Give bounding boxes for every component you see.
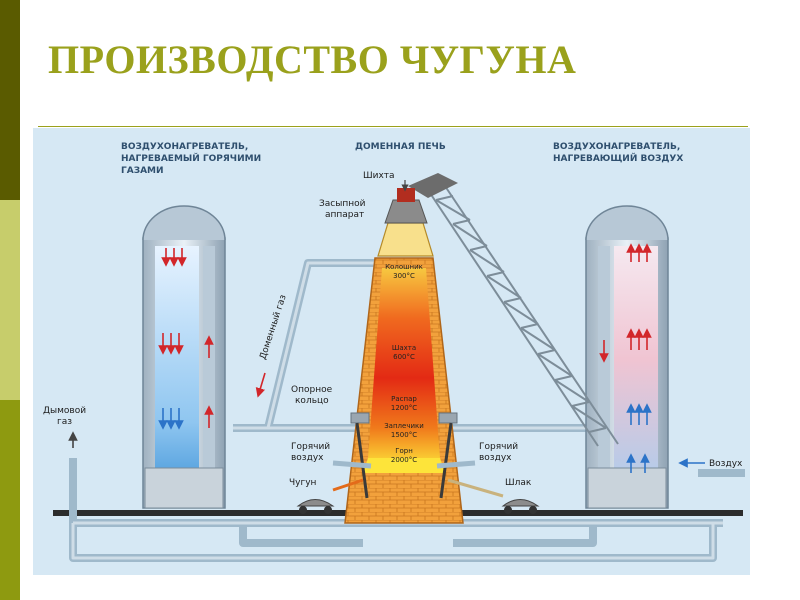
sidebar-olive-stripe	[0, 400, 20, 600]
zone-temp-hearth: 2000°С	[391, 456, 417, 464]
zone-temp-top: 300°С	[393, 272, 415, 280]
loader-label-line-2: аппарат	[325, 210, 364, 220]
slide-title: ПРОИЗВОДСТВО ЧУГУНА	[48, 37, 577, 82]
pig-iron-ladle	[296, 478, 364, 514]
blast-furnace	[332, 188, 476, 524]
support-column-left	[355, 422, 369, 499]
support-ring-right	[438, 412, 458, 424]
loader-label-line-1: Засыпной	[319, 199, 366, 209]
pig-iron-label: Чугун	[289, 478, 317, 488]
title-divider	[38, 126, 748, 127]
air-label: Воздух	[709, 459, 743, 469]
left-stove-header-line-3: ГАЗАМИ	[121, 166, 164, 176]
flue-gas-label-line-2: газ	[57, 417, 72, 427]
sidebar-light-stripe	[0, 200, 20, 400]
lower-pipe-left	[239, 523, 363, 547]
zone-temp-bosh: 1500°С	[391, 431, 417, 439]
right-stove-arrows	[599, 243, 652, 473]
right-stove-header-line-2: НАГРЕВАЮЩИЙ ВОЗДУХ	[553, 152, 683, 164]
left-stove-header-line-2: НАГРЕВАЕМЫЙ ГОРЯЧИМИ	[121, 152, 261, 164]
slag-ladle	[447, 478, 540, 514]
flue-gas-label-line-1: Дымовой	[43, 406, 86, 416]
support-column-right	[439, 422, 453, 499]
zone-name-bosh: Заплечики	[384, 422, 424, 430]
left-stove-arrows	[158, 248, 214, 430]
tuyere-left	[332, 460, 372, 469]
hot-air-right-label-line-1: Горячий	[479, 442, 518, 452]
zone-temp-shaft: 600°С	[393, 353, 415, 361]
tuyere-right	[436, 460, 476, 469]
support-ring-label-line-1: Опорное	[291, 385, 333, 395]
zone-name-top: Колошник	[385, 263, 423, 271]
zone-name-shaft: Шахта	[392, 344, 416, 352]
furnace-header: ДОМЕННАЯ ПЕЧЬ	[355, 142, 446, 152]
right-stove	[585, 205, 669, 509]
support-ring-left	[350, 412, 370, 424]
skip-hoist-conveyor	[427, 185, 619, 447]
charge-hopper	[397, 188, 415, 202]
support-ring-label-line-2: кольцо	[295, 396, 329, 406]
right-stove-header-line-1: ВОЗДУХОНАГРЕВАТЕЛЬ,	[553, 142, 680, 152]
zone-name-belly: Распар	[391, 395, 417, 403]
zone-temp-belly: 1200°С	[391, 404, 417, 412]
hot-air-right-label-line-2: воздух	[479, 453, 512, 463]
hot-air-left-label-line-1: Горячий	[291, 442, 330, 452]
left-stove-header-line-1: ВОЗДУХОНАГРЕВАТЕЛЬ,	[121, 142, 248, 152]
blast-furnace-diagram: ВОЗДУХОНАГРЕВАТЕЛЬ, НАГРЕВАЕМЫЙ ГОРЯЧИМИ…	[33, 128, 750, 575]
charge-label: Шихта	[363, 171, 395, 181]
slag-label: Шлак	[505, 478, 532, 488]
left-stove	[142, 205, 226, 509]
skip-car	[408, 173, 458, 198]
zone-name-hearth: Горн	[395, 447, 413, 455]
sidebar-dark-stripe	[0, 0, 20, 200]
hot-air-left-label-line-2: воздух	[291, 453, 324, 463]
lower-pipe-right	[453, 523, 597, 547]
gas-flow-arrow	[255, 372, 266, 398]
